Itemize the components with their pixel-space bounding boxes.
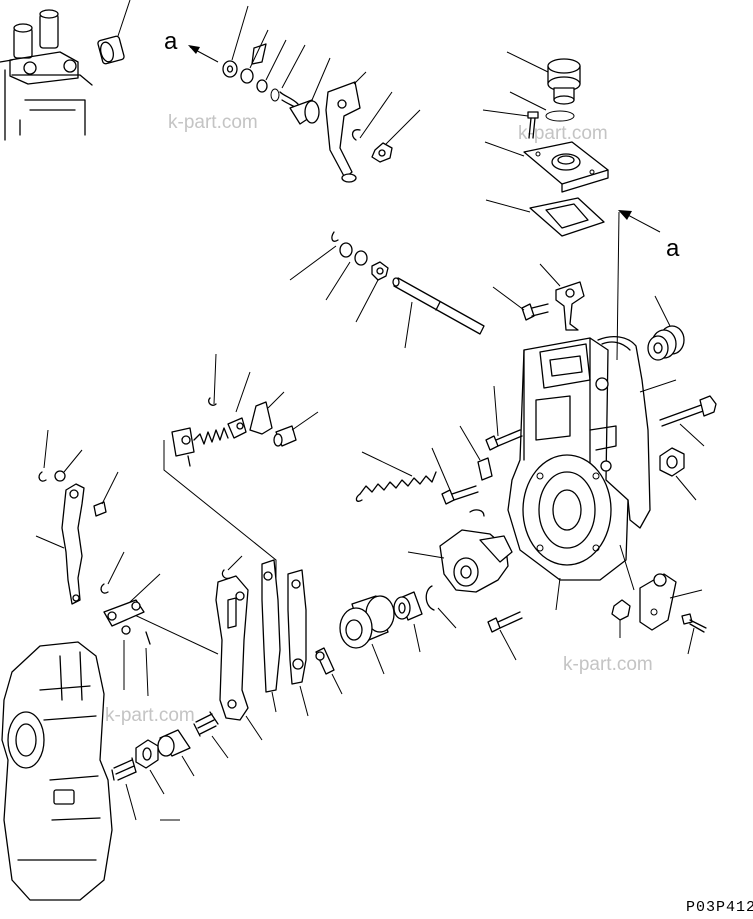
watermark: k-part.com: [518, 123, 608, 144]
drawing-code: P03P412: [686, 899, 753, 916]
governor-housing: [507, 337, 629, 611]
control-lever-plate: [215, 555, 263, 741]
cap-plug: [506, 51, 581, 105]
retaining-clip: [469, 509, 485, 517]
ref-label-a: a: [666, 235, 680, 262]
lever-bolt: [619, 544, 707, 655]
ref-label-a: a: [164, 28, 178, 55]
fork-plate-2: [287, 569, 309, 717]
cover-plate: [484, 141, 609, 193]
link-plate: [103, 573, 161, 697]
washer-nut-stack: [222, 5, 331, 125]
small-clip-and-nut: [351, 91, 421, 163]
control-shaft: [392, 277, 485, 349]
pump-top-assembly: [0, 9, 93, 141]
snap-ring: [425, 585, 457, 629]
lever-nut: [611, 599, 631, 638]
stud-bolt: [659, 395, 717, 447]
watermark: k-part.com: [563, 654, 653, 675]
flyweight: [407, 529, 513, 593]
small-link: [315, 647, 343, 695]
oring-and-bolt: [482, 91, 575, 139]
side-gasket: [597, 335, 677, 529]
assembly-lines: [123, 440, 277, 680]
rubber-boot: [647, 295, 685, 361]
gasket: [485, 197, 605, 237]
reference-arrow-a-right: a: [616, 210, 680, 361]
governor-lever: [325, 71, 367, 183]
watermark: k-part.com: [168, 112, 258, 133]
governor-spring: [355, 451, 437, 502]
watermark: k-part.com: [105, 705, 195, 726]
housing-bolts: [431, 385, 523, 661]
fork-plate-1: [261, 559, 281, 713]
adjusting-screw: [111, 757, 137, 821]
left-clips: [38, 429, 125, 594]
clevis-pin: [273, 411, 319, 447]
stop-lever: [639, 573, 703, 631]
small-bracket: [249, 391, 285, 435]
sleeve: [339, 595, 395, 675]
lock-nut: [135, 739, 165, 795]
rod-end-spring: [171, 353, 251, 467]
left-lever: [35, 483, 85, 605]
sleeve-nut: [97, 0, 131, 65]
cotter-pin-washer-nut: [289, 231, 389, 323]
reference-arrow-a: a: [164, 28, 219, 63]
link-bracket: [539, 263, 585, 331]
cap-nut: [157, 729, 195, 777]
stop-screw: [193, 711, 229, 759]
bolt: [492, 286, 549, 321]
injection-pump-body: [1, 641, 113, 901]
bushing: [393, 591, 423, 653]
hex-nut: [659, 447, 697, 501]
